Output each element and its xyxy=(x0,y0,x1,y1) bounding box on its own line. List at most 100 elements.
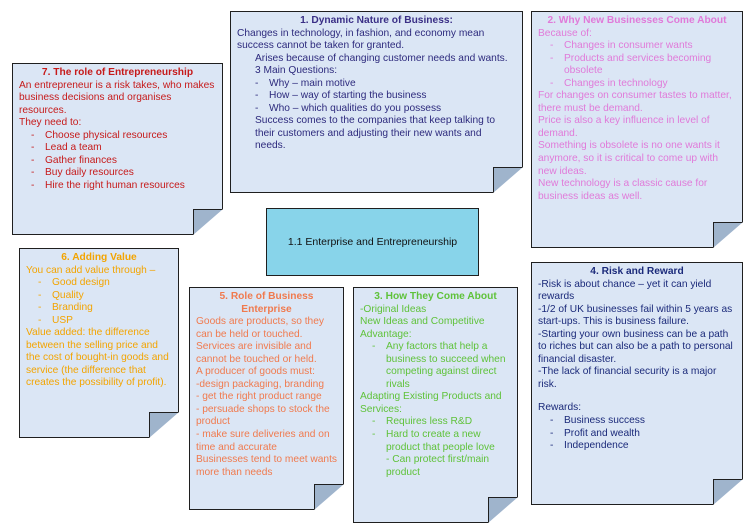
bullet-item: -Quality xyxy=(38,289,84,301)
bullet-item: -Profit and wealth xyxy=(550,427,640,439)
spacer xyxy=(538,391,736,402)
bullet-text: Products and services becoming obsolete xyxy=(564,52,712,77)
note-text: Because of: xyxy=(538,27,592,39)
bullet-text: Quality xyxy=(52,289,84,301)
note-text: New Ideas and Competitive Advantage: xyxy=(360,316,485,340)
note-text: New technology is a classic cause for bu… xyxy=(538,178,708,202)
page-fold xyxy=(193,209,223,235)
note-text: Changes in technology, in fashion, and e… xyxy=(237,27,485,39)
note-text: Businesses tend to meet wants more than … xyxy=(196,454,338,478)
central-topic-label: 1.1 Enterprise and Entrepreneurship xyxy=(287,236,458,248)
bullet-item: -USP xyxy=(38,314,73,326)
note-risk-and-reward: 4. Risk and Reward -Risk is about chance… xyxy=(531,262,743,505)
note-text: - get the right product range xyxy=(196,391,322,403)
note-text: -The lack of financial security is a maj… xyxy=(538,366,717,390)
note-text: -Risk is about chance – yet it can yield… xyxy=(538,278,712,303)
note-title: 3. How They Come About xyxy=(374,291,497,302)
bullet-text: Good design xyxy=(52,277,110,289)
bullet-text: Changes in consumer wants xyxy=(564,40,693,52)
note-text: their customers and adjusting their new … xyxy=(255,127,482,139)
bullet-item: -Gather finances xyxy=(31,154,117,166)
note-text: Services are invisible and cannot be tou… xyxy=(196,341,317,365)
bullet-text: Buy daily resources xyxy=(45,167,134,179)
bullet-text: How – way of starting the business xyxy=(269,90,427,102)
note-text: Value added: the difference between the … xyxy=(26,327,169,389)
bullet-item: -Products and services becoming obsolete xyxy=(538,53,736,78)
bullet-item: -Hard to create a new product that peopl… xyxy=(360,429,511,454)
bullet-text: Changes in technology xyxy=(564,77,668,89)
bullet-item: - Can protect first/main product xyxy=(360,454,511,479)
note-how-they-come-about: 3. How They Come About -Original Ideas N… xyxy=(353,287,518,523)
note-text: -1/2 of UK businesses fail within 5 year… xyxy=(538,303,733,328)
bullet-item: -Hire the right human resources xyxy=(31,179,185,191)
bullet-text: Who – which qualities do you possess xyxy=(269,102,442,114)
note-role-of-business-enterprise: 5. Role of Business Enterprise Goods are… xyxy=(189,287,344,510)
page-fold xyxy=(493,167,523,193)
note-title: 2. Why New Businesses Come About xyxy=(547,15,727,26)
note-text: success cannot be taken for granted. xyxy=(237,40,405,52)
note-title: 7. The role of Entrepreneurship xyxy=(41,67,194,78)
page-fold xyxy=(713,222,743,248)
page-fold xyxy=(149,412,179,438)
note-text: Something is obsolete is no one wants it… xyxy=(538,140,720,177)
note-text: -Original Ideas xyxy=(360,303,427,315)
central-topic: 1.1 Enterprise and Entrepreneurship xyxy=(266,208,479,276)
bullet-item: -Why – main motive xyxy=(255,77,356,89)
note-text: An entrepreneur is a risk takes, who mak… xyxy=(19,79,215,116)
note-text: Goods are products, so they can be held … xyxy=(196,316,324,340)
bullet-item: -Good design xyxy=(38,277,110,289)
note-why-new-businesses: 2. Why New Businesses Come About Because… xyxy=(531,11,743,248)
bullet-item: -Business success xyxy=(550,415,645,427)
bullet-text: Independence xyxy=(564,440,629,452)
note-title: 6. Adding Value xyxy=(61,252,137,263)
bullet-text: Any factors that help a business to succ… xyxy=(386,341,506,390)
note-title: 4. Risk and Reward xyxy=(590,266,684,277)
bullet-item: -Independence xyxy=(550,440,629,452)
bullet-item: -Changes in consumer wants xyxy=(550,40,693,52)
bullet-text: Choose physical resources xyxy=(45,129,168,141)
note-text: - make sure deliveries and on time and a… xyxy=(196,429,330,453)
page-fold xyxy=(314,484,344,510)
bullet-text: Hard to create a new product that people… xyxy=(386,429,495,453)
bullet-item: -Buy daily resources xyxy=(31,167,134,179)
page-fold xyxy=(488,497,518,523)
bullet-item: -Who – which qualities do you possess xyxy=(255,102,442,114)
bullet-item: -Lead a team xyxy=(31,142,102,154)
note-adding-value: 6. Adding Value You can add value throug… xyxy=(19,248,179,438)
bullet-text: USP xyxy=(52,314,73,326)
note-text: Price is also a key influence in level o… xyxy=(538,115,710,139)
bullet-item: -Any factors that help a business to suc… xyxy=(360,341,511,391)
bullet-text: Lead a team xyxy=(45,142,102,154)
note-dynamic-nature: 1. Dynamic Nature of Business: Changes i… xyxy=(230,11,523,193)
note-text: Adapting Existing Products and Services: xyxy=(360,391,502,415)
note-text: Success comes to the companies that keep… xyxy=(255,115,496,127)
bullet-item: -Requires less R&D xyxy=(372,416,473,428)
note-title: 5. Role of Business Enterprise xyxy=(219,291,314,315)
note-text: Rewards: xyxy=(538,402,582,414)
note-text: -design packaging, branding xyxy=(196,378,325,390)
bullet-text: Requires less R&D xyxy=(386,416,473,428)
bullet-item: -Choose physical resources xyxy=(31,129,168,141)
bullet-text: Gather finances xyxy=(45,154,117,166)
note-text: 3 Main Questions: xyxy=(255,65,338,77)
note-role-of-entrepreneurship: 7. The role of Entrepreneurship An entre… xyxy=(12,63,223,235)
bullet-text: Business success xyxy=(564,415,645,427)
bullet-text: Branding xyxy=(52,302,93,314)
page-fold xyxy=(713,479,743,505)
note-text: - persuade shops to stock the product xyxy=(196,403,330,428)
bullet-text: - Can protect first/main product xyxy=(386,454,490,478)
note-text: A producer of goods must: xyxy=(196,366,315,378)
note-text: They need to: xyxy=(19,117,82,129)
bullet-item: -Changes in technology xyxy=(550,77,668,89)
note-text: needs. xyxy=(255,140,286,152)
bullet-text: Hire the right human resources xyxy=(45,179,185,191)
note-text: -Starting your own business can be a pat… xyxy=(538,328,733,365)
note-text: Arises because of changing customer need… xyxy=(255,52,508,64)
note-title: 1. Dynamic Nature of Business: xyxy=(300,15,453,26)
note-text: You can add value through – xyxy=(26,264,156,276)
bullet-text: Profit and wealth xyxy=(564,427,640,439)
bullet-item: -How – way of starting the business xyxy=(255,90,427,102)
bullet-text: Why – main motive xyxy=(269,77,356,89)
note-text: For changes on consumer tastes to matter… xyxy=(538,90,732,114)
bullet-item: -Branding xyxy=(38,302,93,314)
